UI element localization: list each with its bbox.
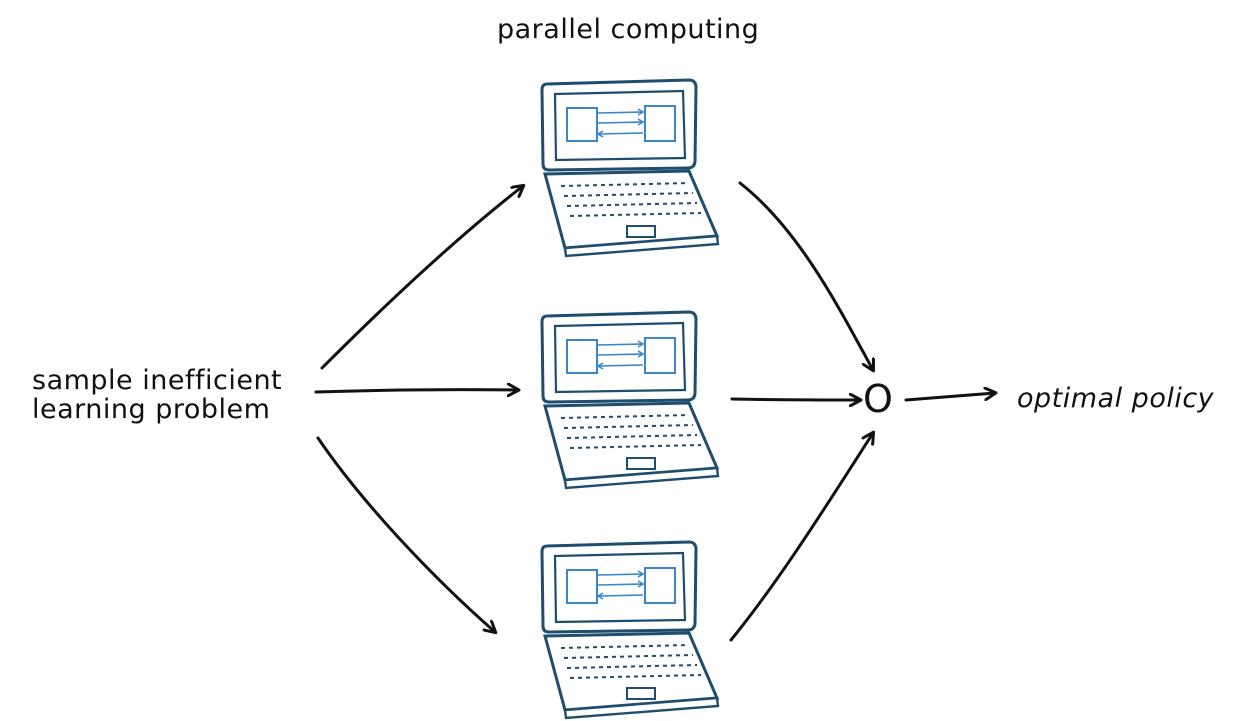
arrow-laptop-middle-to-aggregator — [730, 399, 860, 400]
arrow-source-to-laptop-top — [320, 186, 523, 370]
arrow-laptop-top-to-aggregator — [738, 181, 873, 370]
arrow-aggregator-to-target — [904, 393, 995, 402]
laptop-icon — [540, 78, 720, 258]
laptop-icon — [540, 540, 720, 720]
source-label-line1: sample inefficient — [32, 365, 283, 396]
laptop-icon — [540, 310, 720, 490]
arrow-source-to-laptop-bottom — [316, 436, 495, 632]
arrow-source-to-laptop-middle — [314, 390, 518, 392]
diagram-title: parallel computing — [497, 14, 760, 45]
source-label-line2: learning problem — [32, 394, 271, 425]
source-label: sample inefficient learning problem — [32, 366, 282, 424]
target-label: optimal policy — [1017, 383, 1215, 414]
arrow-laptop-bottom-to-aggregator — [729, 433, 873, 642]
aggregator-node: O — [863, 377, 893, 421]
